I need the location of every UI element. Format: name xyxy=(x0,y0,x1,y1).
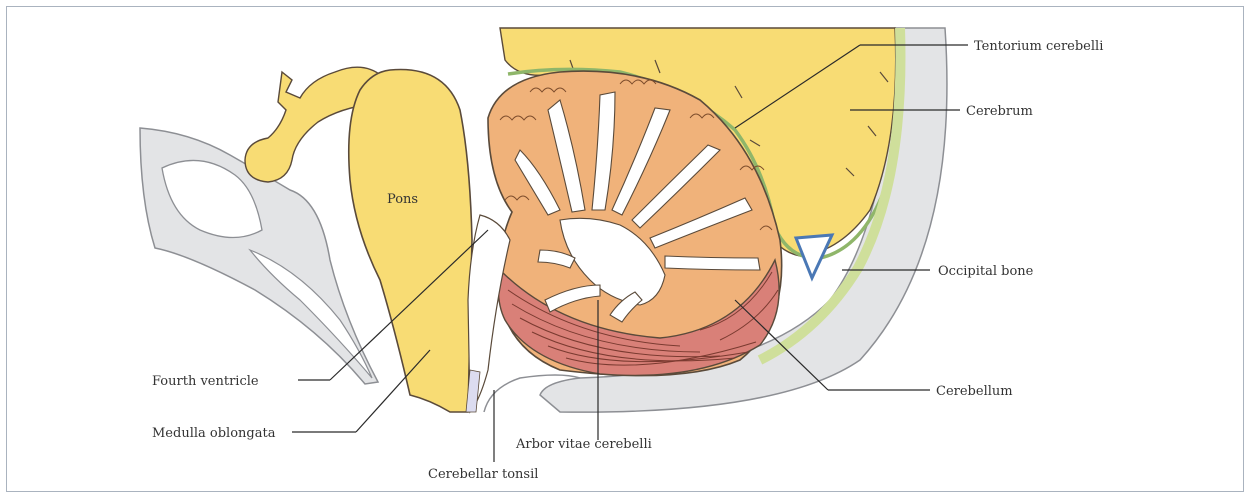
label-cerebrum: Cerebrum xyxy=(966,104,1033,119)
label-pons: Pons xyxy=(387,192,418,207)
label-occipital-bone: Occipital bone xyxy=(938,264,1034,279)
label-medulla-oblongata: Medulla oblongata xyxy=(152,426,276,441)
label-arbor-vitae: Arbor vitae cerebelli xyxy=(515,437,652,452)
label-tentorium-cerebelli: Tentorium cerebelli xyxy=(974,39,1103,54)
label-cerebellar-tonsil: Cerebellar tonsil xyxy=(428,467,538,482)
label-cerebellum: Cerebellum xyxy=(936,384,1013,399)
label-fourth-ventricle: Fourth ventricle xyxy=(152,374,259,389)
